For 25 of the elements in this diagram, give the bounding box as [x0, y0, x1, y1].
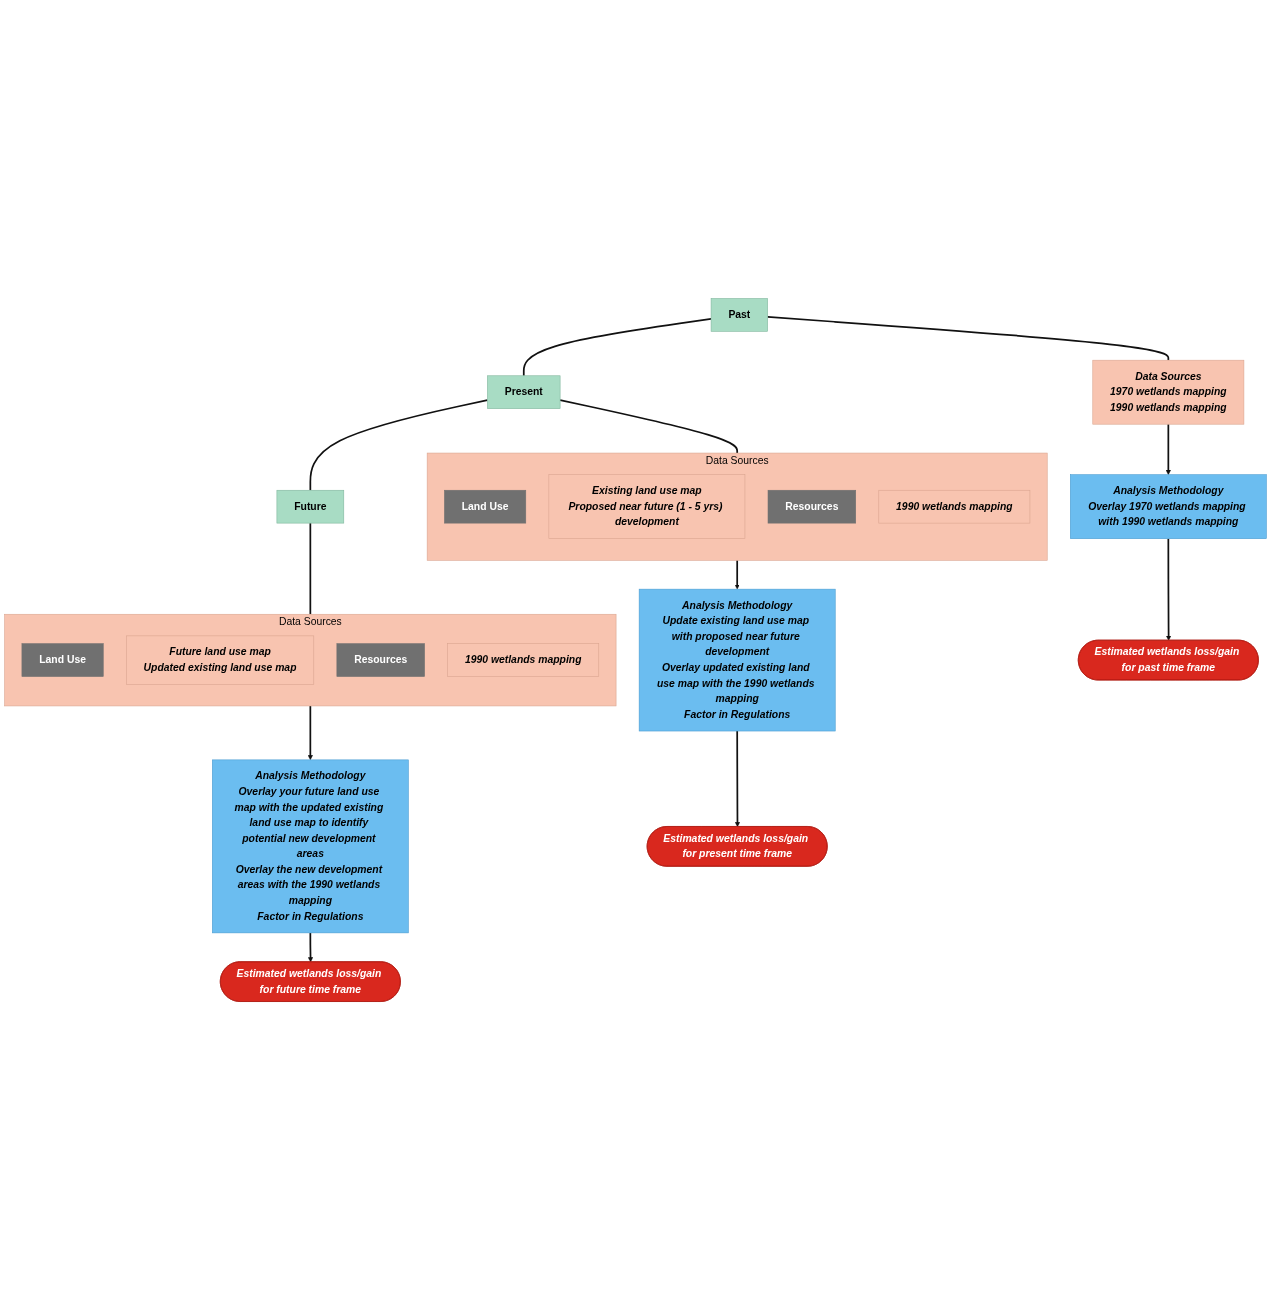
connector: [309, 399, 489, 492]
node-box: Existing land use map Proposed near future (1 - 5 yrs) development: [548, 474, 746, 539]
arrow: [307, 705, 313, 761]
node-box: Present: [487, 375, 561, 409]
node-box: 1990 wetlands mapping: [447, 643, 600, 677]
connector: [766, 316, 1170, 362]
node-box: Resources: [767, 489, 856, 524]
connector: [522, 318, 712, 377]
node-box: 1990 wetlands mapping: [878, 489, 1031, 524]
node-box: Data Sources 1970 wetlands mapping 1990 wetlands mapping: [1092, 359, 1245, 425]
node-box: Past: [710, 298, 768, 332]
node-box: Resources: [336, 643, 425, 677]
node-box: Land Use: [21, 643, 104, 677]
arrow: [1166, 537, 1172, 641]
node-box: Future: [276, 489, 345, 524]
arrow: [308, 932, 314, 963]
connector: [309, 522, 312, 616]
node-box: Analysis Methodology Update existing land use map with proposed near future development Overlay updated existing land use map with the 1990 wetlands mapping Factor in Regulations: [638, 588, 836, 732]
arrow: [1165, 423, 1171, 475]
arrow: [734, 730, 740, 827]
node-box: Analysis Methodology Overlay 1970 wetlands mapping with 1990 wetlands mapping: [1070, 474, 1267, 539]
arrow: [734, 559, 740, 590]
node-box: Analysis Methodology Overlay your future land use map with the updated existing land use map to identify potential new development areas Overlay the new development areas with the 1990 wetlands mapping Factor in Regulations: [212, 759, 409, 934]
connector: [559, 399, 739, 454]
node-box: Land Use: [444, 489, 527, 524]
